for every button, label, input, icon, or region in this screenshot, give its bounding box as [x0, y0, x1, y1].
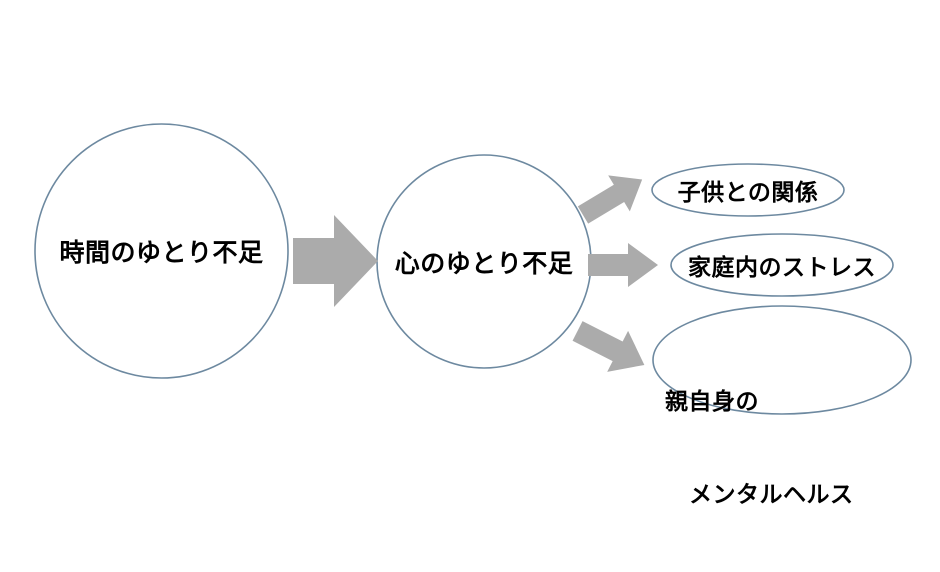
branch-arrow-up[interactable]	[572, 161, 653, 233]
shape-circle-mental-margin-shortage[interactable]	[376, 154, 592, 369]
branch-arrow-middle[interactable]	[588, 243, 658, 287]
diagram-shapes	[34, 123, 912, 415]
shape-ellipse-child-relationship[interactable]	[651, 163, 845, 217]
shape-circle-time-shortage[interactable]	[34, 123, 289, 379]
diagram-canvas: 時間のゆとり不足 心のゆとり不足 子供との関係 家庭内のストレス 親自身の メン…	[34, 123, 912, 508]
branch-arrow-down[interactable]	[567, 310, 655, 385]
main-arrow[interactable]	[293, 215, 378, 307]
shape-ellipse-household-stress[interactable]	[670, 233, 894, 297]
shape-ellipse-parent-mental-health[interactable]	[652, 305, 912, 415]
